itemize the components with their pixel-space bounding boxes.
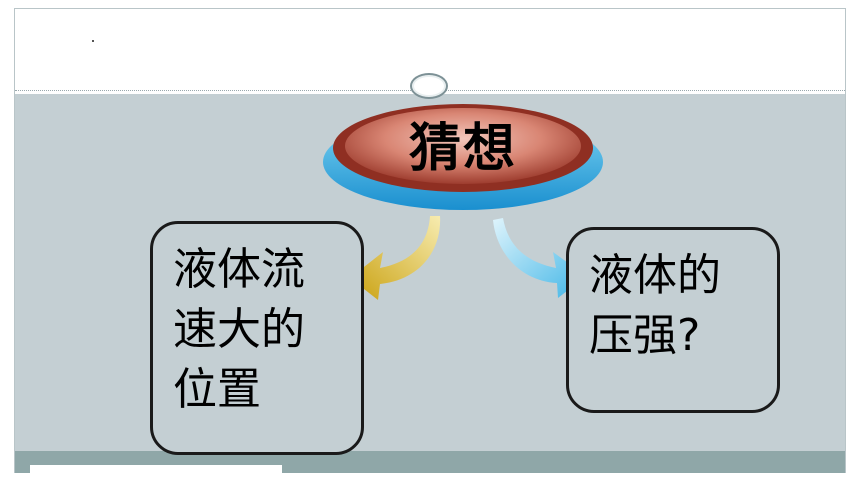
ring-ornament — [410, 73, 448, 99]
header-dot — [92, 40, 94, 42]
hypothesis-box-right: 液体的 压强? — [566, 227, 780, 413]
title: 猜想 — [408, 118, 517, 179]
hypothesis-right-text: 液体的 压强? — [589, 250, 721, 361]
hypothesis-box-left: 液体流 速大的 位置 — [150, 221, 364, 455]
hypothesis-left-text: 液体流 速大的 位置 — [173, 244, 305, 415]
footer-tab — [30, 465, 282, 477]
